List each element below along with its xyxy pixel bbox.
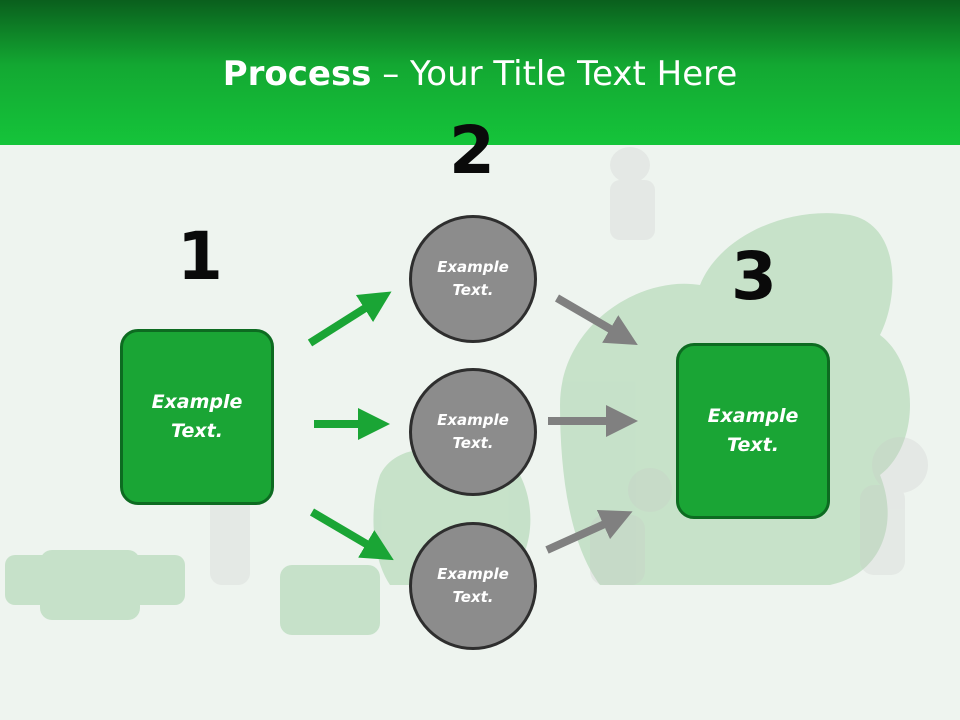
end-box: Example Text. — [676, 343, 830, 519]
title-rest: – Your Title Text Here — [371, 54, 738, 94]
step-number-3: 3 — [731, 238, 777, 315]
header-band — [0, 0, 960, 145]
middle-circle-text: Example Text. — [437, 411, 509, 452]
arrow-top-to-right-box — [554, 294, 638, 346]
top-circle: Example Text. — [409, 215, 537, 343]
end-box-text: Example Text. — [707, 405, 799, 456]
arrow-to-bottom-circle — [309, 508, 394, 561]
top-circle-text: Example Text. — [437, 258, 509, 299]
middle-circle: Example Text. — [409, 368, 537, 496]
bottom-circle: Example Text. — [409, 522, 537, 650]
title-bold: Process — [222, 54, 372, 94]
step-number-2: 2 — [449, 112, 495, 189]
arrow-bottom-to-right-box — [545, 509, 633, 554]
arrow-to-top-circle — [307, 291, 392, 347]
bottom-circle-text: Example Text. — [437, 565, 509, 606]
start-box: Example Text. — [120, 329, 274, 505]
slide-title: Process – Your Title Text Here — [0, 52, 960, 96]
start-box-text: Example Text. — [151, 391, 243, 442]
step-number-1: 1 — [177, 218, 223, 295]
